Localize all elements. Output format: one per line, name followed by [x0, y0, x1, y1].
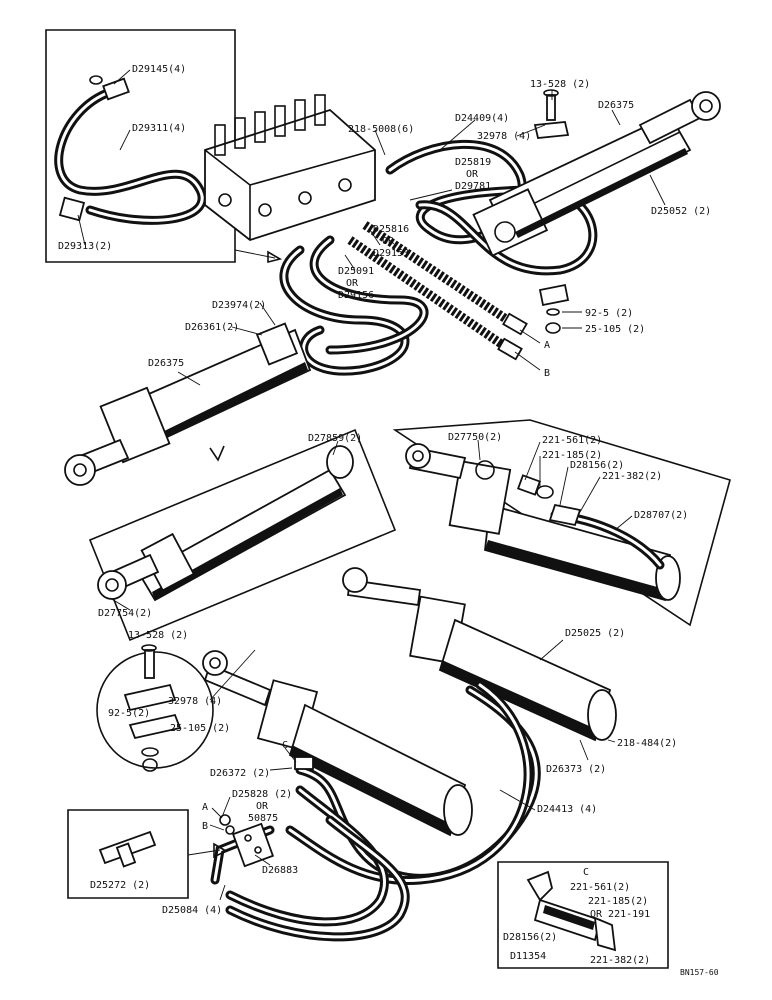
label-32978-bot: 32978 (4)	[168, 696, 222, 707]
inset-cylinder-d27750	[392, 419, 731, 627]
inset-clamp-detail	[96, 644, 256, 772]
label-c-221-185: 221-185(2)	[588, 896, 648, 907]
label-d26373: D26373 (2)	[546, 764, 606, 775]
label-b-top: B	[544, 368, 550, 379]
cylinder-left	[64, 322, 312, 486]
label-a-top: A	[544, 340, 550, 351]
control-valve-bank	[204, 94, 376, 242]
label-b-bot: B	[202, 821, 208, 832]
label-c-221-382: 221-382(2)	[590, 955, 650, 966]
label-d26883: D26883	[262, 865, 298, 876]
label-c-left: C	[282, 740, 288, 751]
label-or-2: OR	[382, 236, 395, 247]
label-d26375-left: D26375	[148, 358, 184, 369]
cylinder-lower-front	[202, 650, 473, 837]
label-d26361: D26361(2)	[185, 322, 239, 333]
label-d27750: D27750(2)	[448, 432, 502, 443]
label-d25819: D25819	[455, 157, 491, 168]
inset-detail-c	[497, 861, 669, 969]
label-or-3: OR	[346, 278, 359, 289]
label-d25816: D25816	[373, 224, 409, 235]
label-d26375-top: D26375	[598, 100, 634, 111]
label-d25025: D25025 (2)	[565, 628, 625, 639]
cylinder-top-right	[472, 91, 721, 257]
label-221-561: 221-561(2)	[542, 435, 602, 446]
label-218-484: 218-484(2)	[617, 738, 677, 749]
label-d29156: D29156	[338, 290, 374, 301]
label-221-382: 221-382(2)	[602, 471, 662, 482]
label-d25272: D25272 (2)	[90, 880, 150, 891]
label-221-185: 221-185(2)	[542, 450, 602, 461]
label-d27859: D27859(2)	[308, 433, 362, 444]
label-25-105-bot: 25-105 (2)	[170, 723, 230, 734]
part-labels: D29145(4) D29311(4) D29313(2) 218-5008(6…	[58, 64, 719, 977]
label-a-bot: A	[202, 802, 208, 813]
label-d11354: D11354	[510, 951, 546, 962]
clamp-parts-top	[533, 89, 570, 334]
label-or-1: OR	[466, 169, 479, 180]
label-d25091: D25091	[338, 266, 374, 277]
label-13-528-top: 13-528 (2)	[530, 79, 590, 90]
cylinder-lower-rear	[342, 567, 617, 742]
label-d27754: D27754(2)	[98, 608, 152, 619]
lower-hoses	[210, 680, 541, 942]
label-d24413: D24413 (4)	[537, 804, 597, 815]
label-13-528-bot: 13-528 (2)	[128, 630, 188, 641]
label-c-221-561: 221-561(2)	[570, 882, 630, 893]
label-d23974: D23974(2)	[212, 300, 266, 311]
upper-hoses	[279, 139, 598, 376]
drawing-number: BN157-60	[680, 968, 719, 977]
inset-cylinder-d27859	[88, 428, 397, 642]
inset-tee-fitting	[67, 809, 228, 899]
label-218-5008: 218-5008(6)	[348, 124, 414, 135]
label-d25084: D25084 (4)	[162, 905, 222, 916]
label-d29153: D29153	[373, 248, 409, 259]
label-d24409: D24409(4)	[455, 113, 509, 124]
inset-hose-assembly	[45, 29, 283, 264]
label-c-or-221-191: OR 221-191	[590, 909, 650, 920]
label-d28707: D28707(2)	[634, 510, 688, 521]
label-d29311: D29311(4)	[132, 123, 186, 134]
label-50875: 50875	[248, 813, 278, 824]
label-92-5-bot: 92-5(2)	[108, 708, 150, 719]
label-92-5-top: 92-5 (2)	[585, 308, 633, 319]
label-d29313: D29313(2)	[58, 241, 112, 252]
label-d25052: D25052 (2)	[651, 206, 711, 217]
label-d29145: D29145(4)	[132, 64, 186, 75]
label-d26372: D26372 (2)	[210, 768, 270, 779]
label-c-inset: C	[583, 867, 589, 878]
label-or-4: OR	[256, 801, 269, 812]
label-25-105-top: 25-105 (2)	[585, 324, 645, 335]
label-d28156: D28156(2)	[570, 460, 624, 471]
label-c-d28156: D28156(2)	[503, 932, 557, 943]
label-d29781: D29781	[455, 181, 491, 192]
leader-lines	[77, 69, 666, 901]
label-d25828: D25828 (2)	[232, 789, 292, 800]
label-32978-top: 32978 (4)	[477, 131, 531, 142]
